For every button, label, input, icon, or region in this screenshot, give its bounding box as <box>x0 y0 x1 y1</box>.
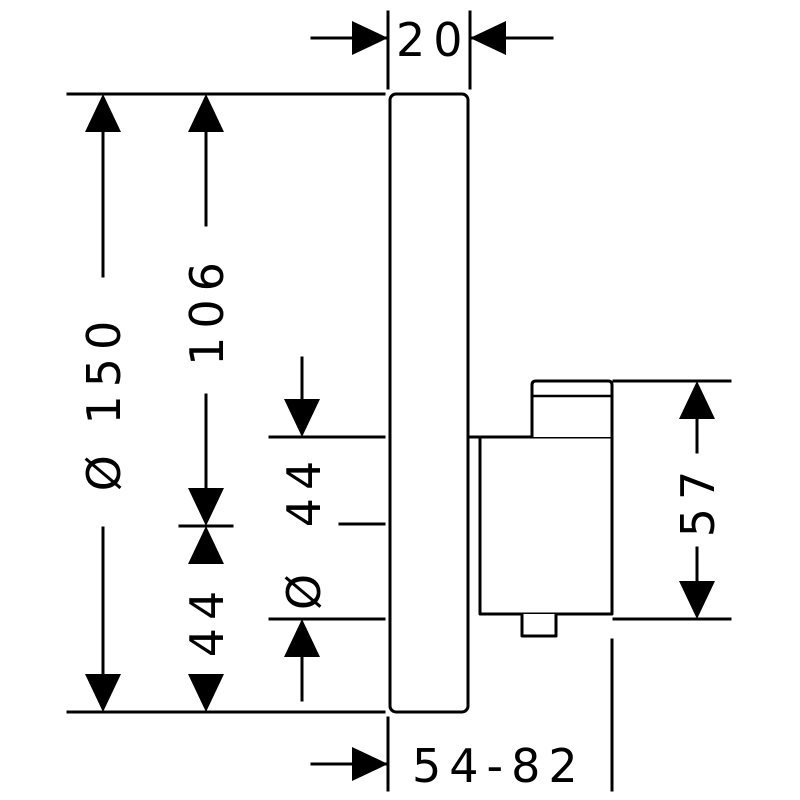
label-center-diameter-upper: 44 <box>277 453 331 528</box>
label-plate-diameter: Ø 150 <box>77 313 131 492</box>
arrow-up-icon <box>188 526 224 564</box>
arrow-up-icon <box>679 381 715 419</box>
arrow-up-icon <box>188 94 224 132</box>
arrow-down-icon <box>188 488 224 526</box>
dimension-center-diameter: 44 Ø <box>277 356 331 702</box>
dimension-depth-bottom: 54-82 <box>310 739 586 793</box>
label-upper-height: 106 <box>180 254 234 366</box>
arrow-up-icon <box>284 619 320 657</box>
arrow-down-icon <box>284 399 320 437</box>
dimension-upper-height: 106 <box>180 94 234 526</box>
label-width-top: 20 <box>396 13 471 67</box>
arrow-down-icon <box>188 674 224 712</box>
arrow-up-icon <box>85 94 121 132</box>
arrow-right-icon <box>352 747 388 781</box>
product-side-view <box>388 92 614 714</box>
arrow-down-icon <box>85 674 121 712</box>
dimension-width-top: 20 <box>310 13 554 67</box>
arrow-left-icon <box>470 21 506 55</box>
arrow-right-icon <box>352 21 388 55</box>
bottom-nozzle <box>520 614 558 638</box>
dimension-plate-diameter: Ø 150 <box>77 94 131 712</box>
extension-lines <box>66 10 732 792</box>
label-body-height: 57 <box>671 463 725 538</box>
label-center-diameter-symbol: Ø <box>277 566 331 610</box>
label-depth-bottom: 54-82 <box>412 739 586 793</box>
dimension-body-height: 57 <box>671 381 725 619</box>
dimension-lower-offset: 44 <box>178 524 234 712</box>
cover-plate <box>388 92 470 714</box>
arrow-down-icon <box>679 581 715 619</box>
top-stub <box>530 379 614 437</box>
valve-body <box>466 435 614 616</box>
label-lower-offset: 44 <box>180 583 234 658</box>
